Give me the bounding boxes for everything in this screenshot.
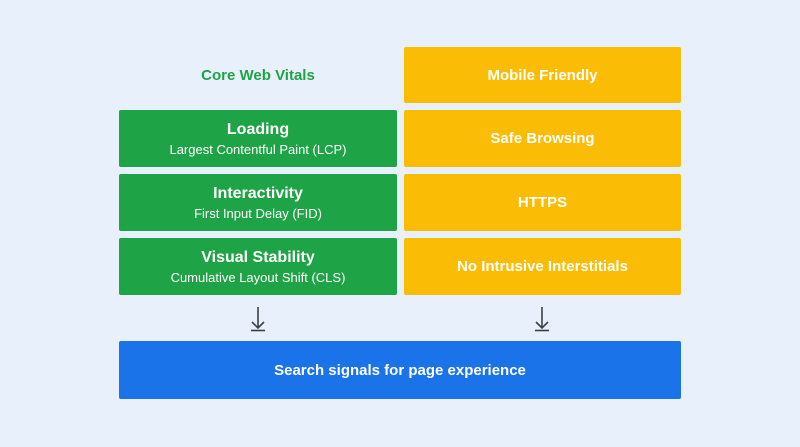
- metric-subtitle: First Input Delay (FID): [194, 205, 322, 221]
- metric-box-visual-stability: Visual Stability Cumulative Layout Shift…: [119, 238, 397, 295]
- metric-box-interactivity: Interactivity First Input Delay (FID): [119, 174, 397, 231]
- signal-label: Mobile Friendly: [487, 66, 598, 84]
- signal-box-no-intrusive-interstitials: No Intrusive Interstitials: [404, 238, 681, 295]
- signal-label: Safe Browsing: [490, 130, 595, 147]
- metric-box-loading: Loading Largest Contentful Paint (LCP): [119, 110, 397, 167]
- signal-label: No Intrusive Interstitials: [457, 258, 628, 275]
- core-web-vitals-heading: Core Web Vitals: [201, 66, 315, 84]
- signal-box-https: HTTPS: [404, 174, 681, 231]
- signal-box-safe-browsing: Safe Browsing: [404, 110, 681, 167]
- arrow-down-icon: [535, 307, 549, 332]
- arrow-down-icon: [251, 307, 265, 332]
- metric-subtitle: Cumulative Layout Shift (CLS): [170, 269, 346, 285]
- signal-box-mobile-friendly: Mobile Friendly: [404, 47, 681, 103]
- result-label: Search signals for page experience: [274, 361, 526, 379]
- result-box-page-experience: Search signals for page experience: [119, 341, 681, 399]
- metric-title: Visual Stability: [201, 248, 315, 266]
- metric-title: Loading: [226, 120, 290, 138]
- metric-title: Interactivity: [213, 184, 303, 202]
- metric-subtitle: Largest Contentful Paint (LCP): [169, 141, 347, 157]
- signal-label: HTTPS: [517, 194, 568, 211]
